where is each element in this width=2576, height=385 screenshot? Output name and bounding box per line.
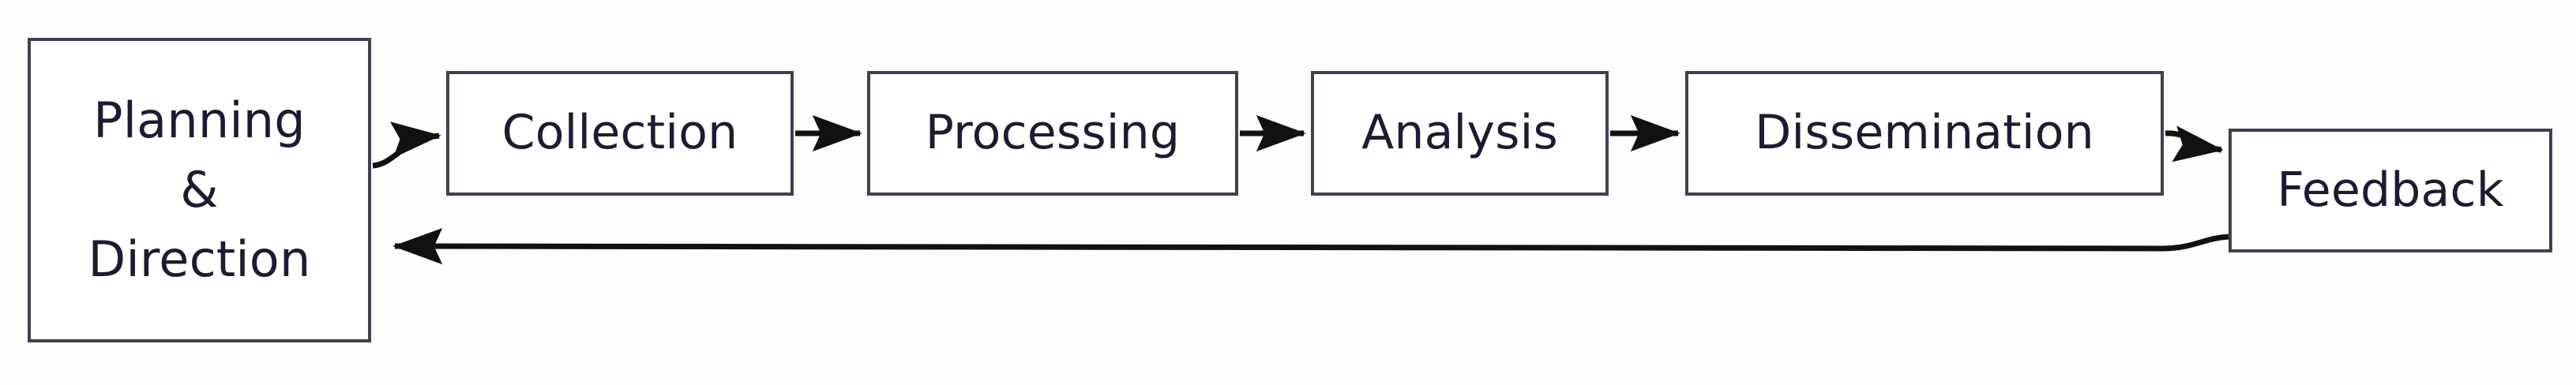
node-planning-label-line-2: & xyxy=(180,160,219,219)
edge-dissemination-to-feedback xyxy=(2165,125,2224,163)
node-collection[interactable]: Collection xyxy=(446,71,794,196)
node-processing[interactable]: Processing xyxy=(867,71,1238,196)
node-analysis[interactable]: Analysis xyxy=(1311,71,1609,196)
edge-planning-to-collection xyxy=(372,121,441,169)
node-planning-and-direction[interactable]: Planning & Direction xyxy=(28,38,371,342)
node-planning-label-line-3: Direction xyxy=(88,230,311,289)
node-dissemination[interactable]: Dissemination xyxy=(1685,71,2164,196)
node-planning-label-line-1: Planning xyxy=(93,91,306,149)
node-feedback[interactable]: Feedback xyxy=(2229,129,2552,252)
edge-feedback-to-planning xyxy=(392,227,2229,265)
node-dissemination-label: Dissemination xyxy=(1755,105,2094,161)
node-collection-label: Collection xyxy=(501,105,738,161)
node-processing-label: Processing xyxy=(925,105,1181,161)
node-feedback-label: Feedback xyxy=(2277,162,2504,218)
node-analysis-label: Analysis xyxy=(1361,105,1558,161)
